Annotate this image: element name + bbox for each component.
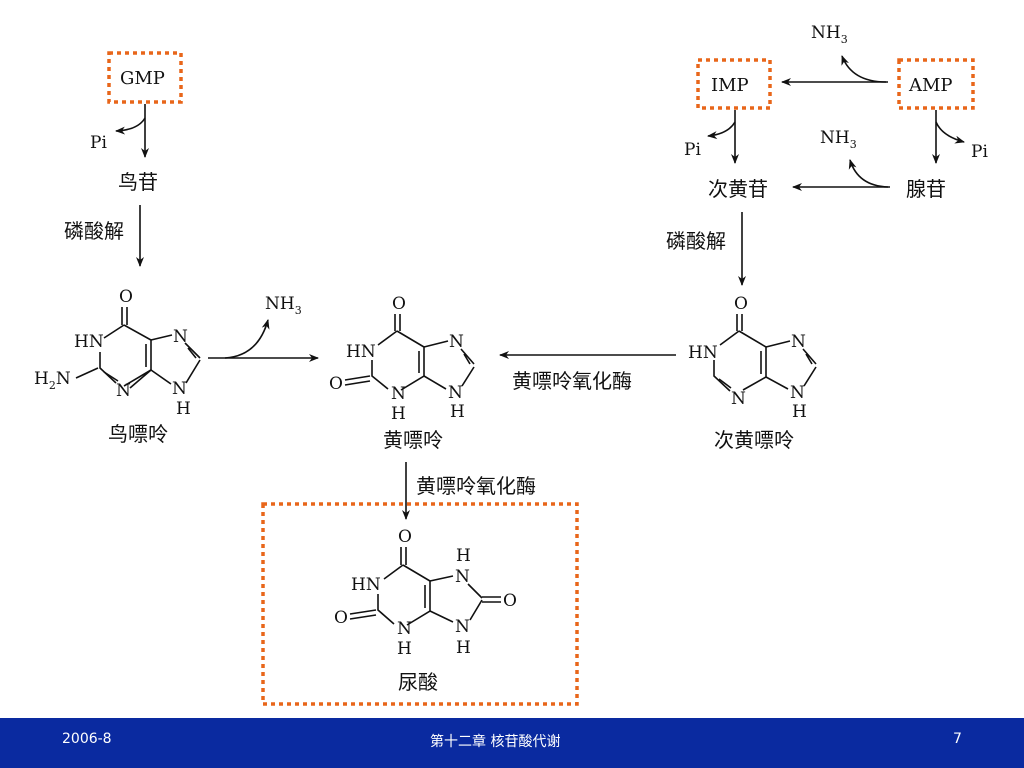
gmp-highlight-box: [107, 51, 183, 104]
atom-n: N: [116, 381, 131, 401]
atom-n: N: [172, 379, 187, 399]
atom-n: N: [731, 389, 746, 409]
xanthine-structure: O HN O N H N N H: [329, 294, 475, 424]
adenosine-label: 腺苷: [906, 177, 946, 201]
atom-h2n: H2N: [34, 369, 71, 392]
atom-n: N: [397, 619, 412, 639]
hypoxanthine-label: 次黄嘌呤: [714, 428, 794, 452]
inosine-label: 次黄苷: [708, 177, 768, 201]
atom-hn: HN: [688, 343, 718, 363]
slide-canvas: GMP Pi 鸟苷 磷酸解 O HN N N N H H2N 鸟嘌呤 NH3 O…: [34, 23, 988, 706]
atom-n: N: [449, 332, 464, 352]
pi-release-arrow-amp: [935, 121, 965, 144]
enzyme-label-1: 黄嘌呤氧化酶: [512, 369, 632, 393]
pi-label-amp: Pi: [971, 142, 988, 162]
guanine-structure: O HN N N N H H2N: [34, 287, 201, 419]
atom-n: N: [173, 327, 188, 347]
slide-footer: 2006-8 第十二章 核苷酸代谢 7: [0, 718, 1024, 768]
enzyme-label-2: 黄嘌呤氧化酶: [416, 474, 536, 498]
atom-n: N: [791, 332, 806, 352]
pi-release-arrow: [115, 117, 146, 135]
phosphorolysis-label-right: 磷酸解: [666, 229, 726, 253]
atom-h: H: [176, 399, 191, 419]
guanosine-label: 鸟苷: [118, 170, 158, 194]
atom-n: N: [455, 617, 470, 637]
atom-o: O: [334, 608, 348, 628]
nh3-release-arrow-mid: [848, 159, 889, 188]
pi-label-imp: Pi: [684, 140, 701, 160]
imp-highlight-box: [696, 58, 772, 110]
atom-n: N: [448, 383, 463, 403]
nh3-label-mid: NH3: [820, 128, 857, 151]
nh3-label-top: NH3: [811, 23, 848, 46]
pi-release-arrow-imp: [707, 121, 736, 140]
atom-o: O: [734, 294, 748, 314]
footer-page-number: 7: [953, 731, 962, 747]
amp-label: AMP: [908, 75, 953, 96]
atom-n: N: [790, 383, 805, 403]
atom-hn: HN: [346, 342, 376, 362]
atom-n: N: [455, 567, 470, 587]
atom-h: H: [456, 638, 471, 658]
pi-label: Pi: [90, 133, 107, 153]
uric-acid-highlight-box: [261, 502, 579, 706]
footer-date: 2006-8: [62, 731, 112, 747]
atom-h: H: [450, 402, 465, 422]
nh3-label-center: NH3: [265, 294, 302, 317]
xanthine-label: 黄嘌呤: [383, 428, 443, 452]
uric-acid-label: 尿酸: [398, 670, 438, 694]
imp-label: IMP: [711, 75, 749, 96]
atom-o: O: [119, 287, 133, 307]
atom-o: O: [398, 527, 412, 547]
atom-h: H: [792, 402, 807, 422]
atom-hn: HN: [74, 332, 104, 352]
atom-o: O: [503, 591, 517, 611]
guanine-label: 鸟嘌呤: [108, 422, 168, 446]
phosphorolysis-label-left: 磷酸解: [64, 219, 124, 243]
atom-hn: HN: [351, 575, 381, 595]
atom-h: H: [456, 546, 471, 566]
atom-n: N: [391, 384, 406, 404]
uric-acid-structure: O HN O N H H N N H O: [334, 527, 517, 659]
gmp-label: GMP: [120, 68, 165, 89]
pathway-diagram: GMP Pi 鸟苷 磷酸解 O HN N N N H H2N 鸟嘌呤 NH3 O…: [34, 23, 988, 706]
atom-h: H: [391, 404, 406, 424]
hypoxanthine-structure: O HN N N N H: [688, 294, 817, 422]
footer-chapter-title: 第十二章 核苷酸代谢: [430, 734, 561, 750]
nh3-release-arrow-top: [841, 55, 887, 83]
atom-o: O: [392, 294, 406, 314]
atom-h: H: [397, 639, 412, 659]
nh3-release-arrow-center: [224, 319, 270, 359]
atom-o: O: [329, 374, 343, 394]
amp-highlight-box: [897, 58, 975, 110]
